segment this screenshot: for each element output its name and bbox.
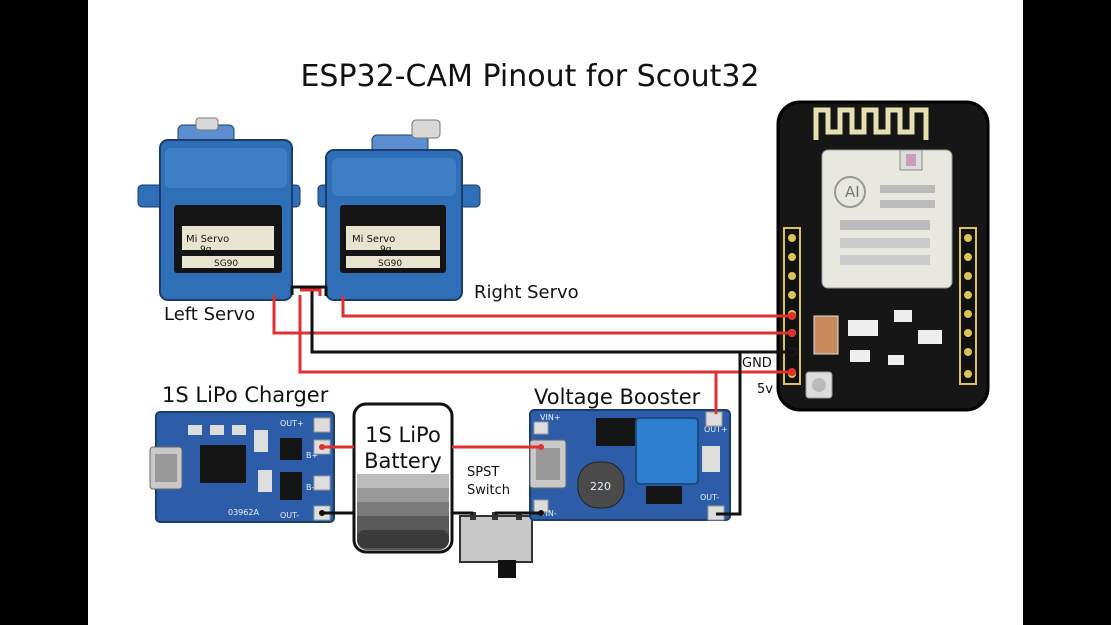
left-servo-model: SG90 — [214, 259, 238, 269]
booster-pin-vin-plus: VIN+ — [540, 413, 561, 422]
charger-pin-b-plus: B+ — [306, 451, 318, 460]
spst-switch — [459, 512, 533, 578]
right-servo-sticker-weight: 9g — [380, 245, 391, 255]
charger-pin-out-minus: OUT- — [280, 511, 299, 520]
module-brand: AI — [845, 183, 860, 201]
right-servo-label: Right Servo — [474, 282, 579, 303]
booster-label: Voltage Booster — [534, 385, 701, 409]
switch-label-line2: Switch — [467, 483, 510, 498]
lipo-charger-board: 03962A OUT+ B+ B- OUT- — [149, 411, 335, 523]
wire-servo-5v-left — [298, 295, 792, 374]
antenna-trace — [813, 107, 929, 140]
charger-label: 1S LiPo Charger — [162, 383, 329, 407]
battery-label-line2: Battery — [364, 449, 442, 473]
lipo-battery — [352, 402, 454, 554]
wire-terminals — [319, 312, 796, 516]
left-servo: Mi Servo 9g SG90 — [137, 117, 301, 301]
right-servo: Mi Servo 9g SG90 — [317, 119, 481, 301]
diagram-title: ESP32-CAM Pinout for Scout32 — [300, 59, 759, 94]
5v-pin-label: 5v — [757, 382, 773, 397]
right-servo-sticker: Mi Servo — [352, 234, 395, 245]
right-servo-model: SG90 — [378, 259, 402, 269]
booster-pin-out-plus: OUT+ — [704, 425, 728, 434]
booster-inductor: 220 — [590, 480, 611, 493]
left-servo-sticker-weight: 9g — [200, 245, 211, 255]
gnd-pin-label: GND — [742, 356, 772, 371]
left-servo-label: Left Servo — [164, 304, 255, 325]
left-servo-sticker: Mi Servo — [186, 234, 229, 245]
esp32-cam-board: AI — [776, 100, 990, 412]
switch-label-line1: SPST — [467, 465, 499, 480]
battery-label-line1: 1S LiPo — [365, 423, 441, 447]
booster-pin-vin-minus: VIN- — [540, 509, 557, 518]
voltage-booster-board: 220 VIN+ VIN- OUT+ OUT- — [529, 409, 731, 521]
wires — [272, 285, 792, 516]
charger-chip-label: 03962A — [228, 508, 259, 517]
charger-pin-out-plus: OUT+ — [280, 419, 304, 428]
wire-booster-out-minus — [716, 352, 742, 516]
esp-right-header — [959, 227, 977, 385]
wire-servo-gnd-right — [312, 285, 328, 296]
wire-left-servo-signal — [272, 295, 792, 335]
esp-left-header — [783, 227, 801, 385]
charger-pin-b-minus: B- — [306, 483, 314, 492]
booster-pin-out-minus: OUT- — [700, 493, 719, 502]
wire-servo-5v-right — [300, 288, 322, 296]
wire-right-servo-signal — [341, 296, 792, 318]
